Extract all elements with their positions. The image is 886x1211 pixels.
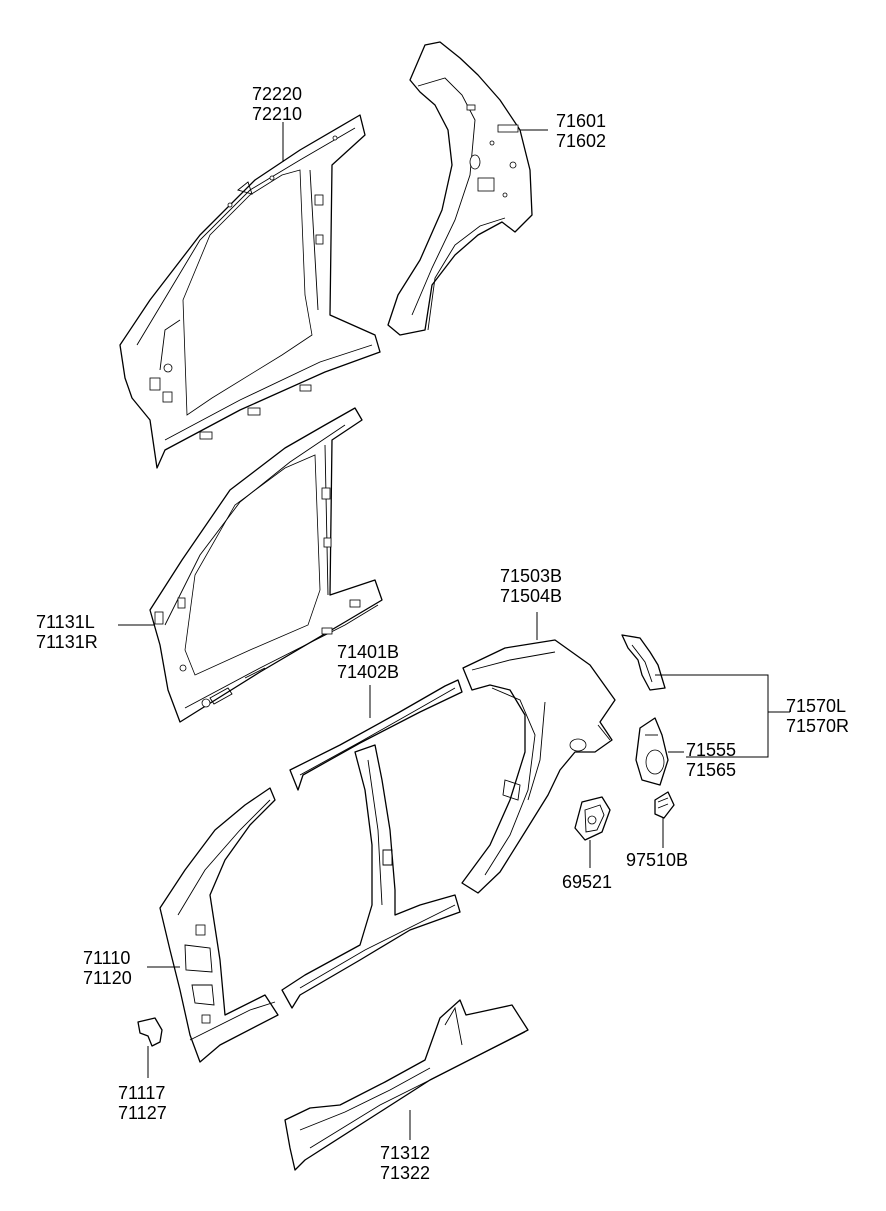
part-number: 71570R bbox=[786, 716, 850, 736]
roof-rail-inner-panel bbox=[119, 114, 381, 469]
part-number: 71131L bbox=[36, 612, 95, 632]
part-number: 71131R bbox=[36, 632, 98, 652]
fuel-filler-door bbox=[574, 796, 611, 841]
part-label-roof-rail: 71401B 71402B bbox=[337, 642, 399, 682]
side-sill-panel bbox=[284, 999, 529, 1171]
part-number: 69521 bbox=[562, 872, 613, 892]
pillar-bracket bbox=[137, 1017, 163, 1047]
leader-71570 bbox=[655, 674, 790, 758]
roof-rail bbox=[289, 679, 463, 791]
part-number: 71570L bbox=[786, 696, 847, 716]
part-label-outer-panel: 71503B 71504B bbox=[500, 566, 562, 606]
part-number: 71401B bbox=[337, 642, 400, 662]
part-label-fuel-housing: 71555 71565 bbox=[686, 740, 736, 780]
quarter-extension-upper bbox=[621, 634, 666, 691]
part-number: 71601 bbox=[556, 111, 607, 131]
part-number: 71127 bbox=[118, 1103, 167, 1123]
part-label-roof-rail-inner: 72220 72210 bbox=[252, 84, 302, 124]
part-label-quarter-extension: 71570L 71570R bbox=[786, 696, 849, 736]
part-label-side-inner: 71131L 71131R bbox=[36, 612, 98, 652]
part-number: 71312 bbox=[380, 1143, 431, 1163]
front-pillar-panel bbox=[159, 787, 279, 1063]
part-number: 71117 bbox=[118, 1083, 166, 1103]
fuel-lid-bracket bbox=[654, 791, 675, 819]
part-number: 71110 bbox=[83, 948, 131, 968]
part-number: 97510B bbox=[626, 850, 689, 870]
part-label-fuel-door: 69521 bbox=[562, 872, 612, 892]
part-number: 71503B bbox=[500, 566, 563, 586]
part-number: 71602 bbox=[556, 131, 607, 151]
part-number: 72210 bbox=[252, 104, 303, 124]
part-number: 71565 bbox=[686, 760, 737, 780]
fuel-filler-housing bbox=[635, 717, 669, 786]
part-number: 71555 bbox=[686, 740, 737, 760]
part-label-quarter-inner: 71601 71602 bbox=[556, 111, 606, 151]
quarter-inner-panel bbox=[387, 41, 533, 336]
part-label-fuel-lid-bracket: 97510B bbox=[626, 850, 688, 870]
part-label-front-pillar: 71110 71120 bbox=[83, 948, 132, 988]
part-label-sill-panel: 71312 71322 bbox=[380, 1143, 430, 1183]
part-number: 71402B bbox=[337, 662, 400, 682]
outer-quarter-panel bbox=[461, 639, 616, 894]
center-pillar-outer bbox=[281, 744, 461, 1009]
part-number: 72220 bbox=[252, 84, 303, 104]
part-number: 71322 bbox=[380, 1163, 431, 1183]
part-number: 71504B bbox=[500, 586, 563, 606]
part-label-bracket: 71117 71127 bbox=[118, 1083, 167, 1123]
part-number: 71120 bbox=[83, 968, 132, 988]
side-inner-panel bbox=[149, 407, 383, 723]
